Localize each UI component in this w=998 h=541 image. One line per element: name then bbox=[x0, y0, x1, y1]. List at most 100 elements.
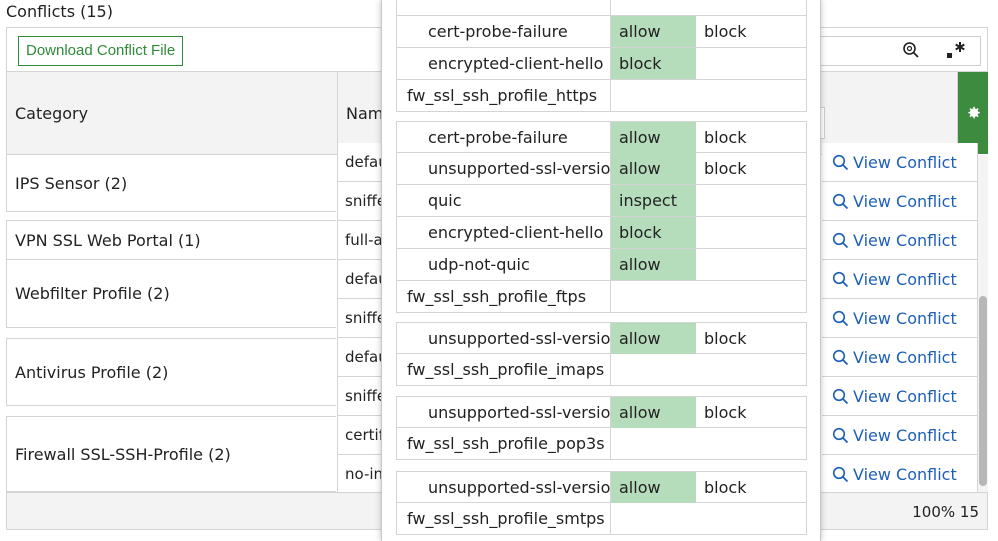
popup-col-divider bbox=[610, 281, 611, 312]
view-conflict-cell: View Conflict bbox=[822, 377, 978, 416]
view-conflict-cell: View Conflict bbox=[822, 299, 978, 338]
popup-row-label: udp-not-quic bbox=[428, 255, 530, 274]
popup-value-current: allow bbox=[611, 323, 696, 354]
category-label: Webfilter Profile (2) bbox=[15, 284, 170, 303]
popup-value-conflict bbox=[696, 185, 806, 216]
popup-value-current: allow bbox=[611, 397, 696, 428]
view-conflict-label: View Conflict bbox=[853, 464, 957, 484]
view-conflict-link[interactable]: View Conflict bbox=[832, 309, 957, 328]
view-conflict-link[interactable]: View Conflict bbox=[832, 192, 957, 211]
popup-section-header: fw_ssl_ssh_profile_ftps bbox=[396, 281, 807, 313]
magnifier-icon bbox=[832, 466, 849, 482]
popup-row: encrypted-client-hello block bbox=[396, 48, 807, 80]
category-antivirus-profile: Antivirus Profile (2) bbox=[6, 338, 336, 406]
table-row-name[interactable]: defau bbox=[337, 260, 382, 299]
popup-value-conflict: block bbox=[704, 22, 747, 41]
table-row-name[interactable]: certif bbox=[337, 416, 382, 455]
view-conflict-link[interactable]: View Conflict bbox=[832, 387, 957, 406]
popup-section-title: fw_ssl_ssh_profile_ftps bbox=[407, 287, 587, 306]
view-conflict-cell: View Conflict bbox=[822, 416, 978, 455]
view-conflict-label: View Conflict bbox=[853, 308, 957, 328]
popup-row-label: unsupported-ssl-version bbox=[428, 159, 621, 178]
popup-row-label: cert-probe-failure bbox=[428, 22, 568, 41]
gear-icon bbox=[968, 106, 980, 119]
popup-value-conflict bbox=[696, 0, 806, 15]
table-row-name[interactable]: no-in bbox=[337, 455, 382, 494]
popup-col-divider bbox=[610, 80, 611, 111]
popup-value-conflict: block bbox=[704, 403, 747, 422]
popup-section-title: fw_ssl_ssh_profile_imaps bbox=[407, 360, 605, 379]
table-row-name[interactable]: sniffe bbox=[337, 377, 382, 416]
view-conflict-label: View Conflict bbox=[853, 269, 957, 289]
popup-value-conflict bbox=[696, 249, 806, 280]
popup-value-current: allow bbox=[611, 249, 696, 280]
popup-col-divider bbox=[610, 0, 611, 15]
popup-value-conflict: block bbox=[704, 478, 747, 497]
view-conflict-link[interactable]: View Conflict bbox=[832, 231, 957, 250]
popup-col-divider bbox=[610, 428, 611, 459]
table-row-name[interactable]: defau bbox=[337, 338, 382, 377]
view-conflict-cell: View Conflict bbox=[822, 260, 978, 299]
view-conflict-label: View Conflict bbox=[853, 425, 957, 445]
header-category[interactable]: Category bbox=[15, 104, 89, 123]
magnifier-icon bbox=[832, 427, 849, 443]
magnifier-icon bbox=[832, 193, 849, 209]
popup-value-current: inspect bbox=[611, 185, 696, 216]
popup-section-title: fw_ssl_ssh_profile_https bbox=[407, 86, 598, 105]
popup-row-label: unsupported-ssl-version bbox=[428, 329, 621, 348]
regex-icon[interactable] bbox=[945, 40, 967, 60]
popup-value-current: allow bbox=[611, 16, 696, 47]
download-conflict-file-button[interactable]: Download Conflict File bbox=[18, 36, 184, 66]
view-conflict-link[interactable]: View Conflict bbox=[832, 348, 957, 367]
category-label: Firewall SSL-SSH-Profile (2) bbox=[15, 444, 231, 464]
popup-section-header: fw_ssl_ssh_profile_https bbox=[396, 80, 807, 112]
table-row-name[interactable]: full-a bbox=[337, 221, 382, 260]
view-conflict-link[interactable]: View Conflict bbox=[832, 270, 957, 289]
view-conflict-label: View Conflict bbox=[853, 347, 957, 367]
view-conflict-cell: View Conflict bbox=[822, 221, 978, 260]
popup-col-divider bbox=[610, 249, 611, 280]
category-vpn-ssl-web-portal: VPN SSL Web Portal (1) bbox=[6, 220, 336, 260]
popup-row-label bbox=[428, 0, 610, 15]
popup-row: cert-probe-failure allow block bbox=[396, 16, 807, 48]
column-settings-button[interactable] bbox=[958, 72, 988, 154]
table-row-name[interactable]: sniffe bbox=[337, 299, 382, 338]
popup-col-divider bbox=[610, 122, 611, 153]
view-conflict-cell: View Conflict bbox=[822, 182, 978, 221]
table-row-name[interactable]: defau bbox=[337, 143, 382, 182]
view-conflict-cell: View Conflict bbox=[822, 143, 978, 182]
table-scrollbar-thumb[interactable] bbox=[979, 296, 987, 486]
popup-col-divider bbox=[610, 397, 611, 428]
view-conflict-label: View Conflict bbox=[853, 191, 957, 211]
popup-value-conflict: block bbox=[704, 159, 747, 178]
view-conflict-link[interactable]: View Conflict bbox=[832, 465, 957, 484]
popup-row-label: encrypted-client-hello bbox=[428, 54, 604, 73]
magnifier-icon bbox=[832, 388, 849, 404]
magnifier-icon bbox=[832, 310, 849, 326]
popup-section-header: fw_ssl_ssh_profile_smtps bbox=[396, 503, 807, 535]
popup-col-divider bbox=[610, 323, 611, 354]
search-input[interactable] bbox=[815, 36, 981, 66]
view-conflict-link[interactable]: View Conflict bbox=[832, 426, 957, 445]
view-conflict-link[interactable]: View Conflict bbox=[832, 153, 957, 172]
table-row-name[interactable]: sniffe bbox=[337, 182, 382, 221]
category-label: Antivirus Profile (2) bbox=[15, 362, 169, 382]
category-ips-sensor: IPS Sensor (2) bbox=[6, 155, 336, 212]
view-conflict-cell: View Conflict bbox=[822, 338, 978, 377]
search-icon[interactable] bbox=[902, 41, 920, 59]
popup-value-current: block bbox=[611, 48, 696, 79]
popup-value-conflict: block bbox=[704, 128, 747, 147]
popup-row-label: encrypted-client-hello bbox=[428, 223, 604, 242]
magnifier-icon bbox=[832, 232, 849, 248]
popup-row-label: unsupported-ssl-version bbox=[428, 403, 621, 422]
popup-col-divider bbox=[610, 185, 611, 216]
popup-value-conflict bbox=[696, 48, 806, 79]
conflicts-title: Conflicts (15) bbox=[6, 2, 113, 21]
popup-col-divider bbox=[610, 217, 611, 248]
